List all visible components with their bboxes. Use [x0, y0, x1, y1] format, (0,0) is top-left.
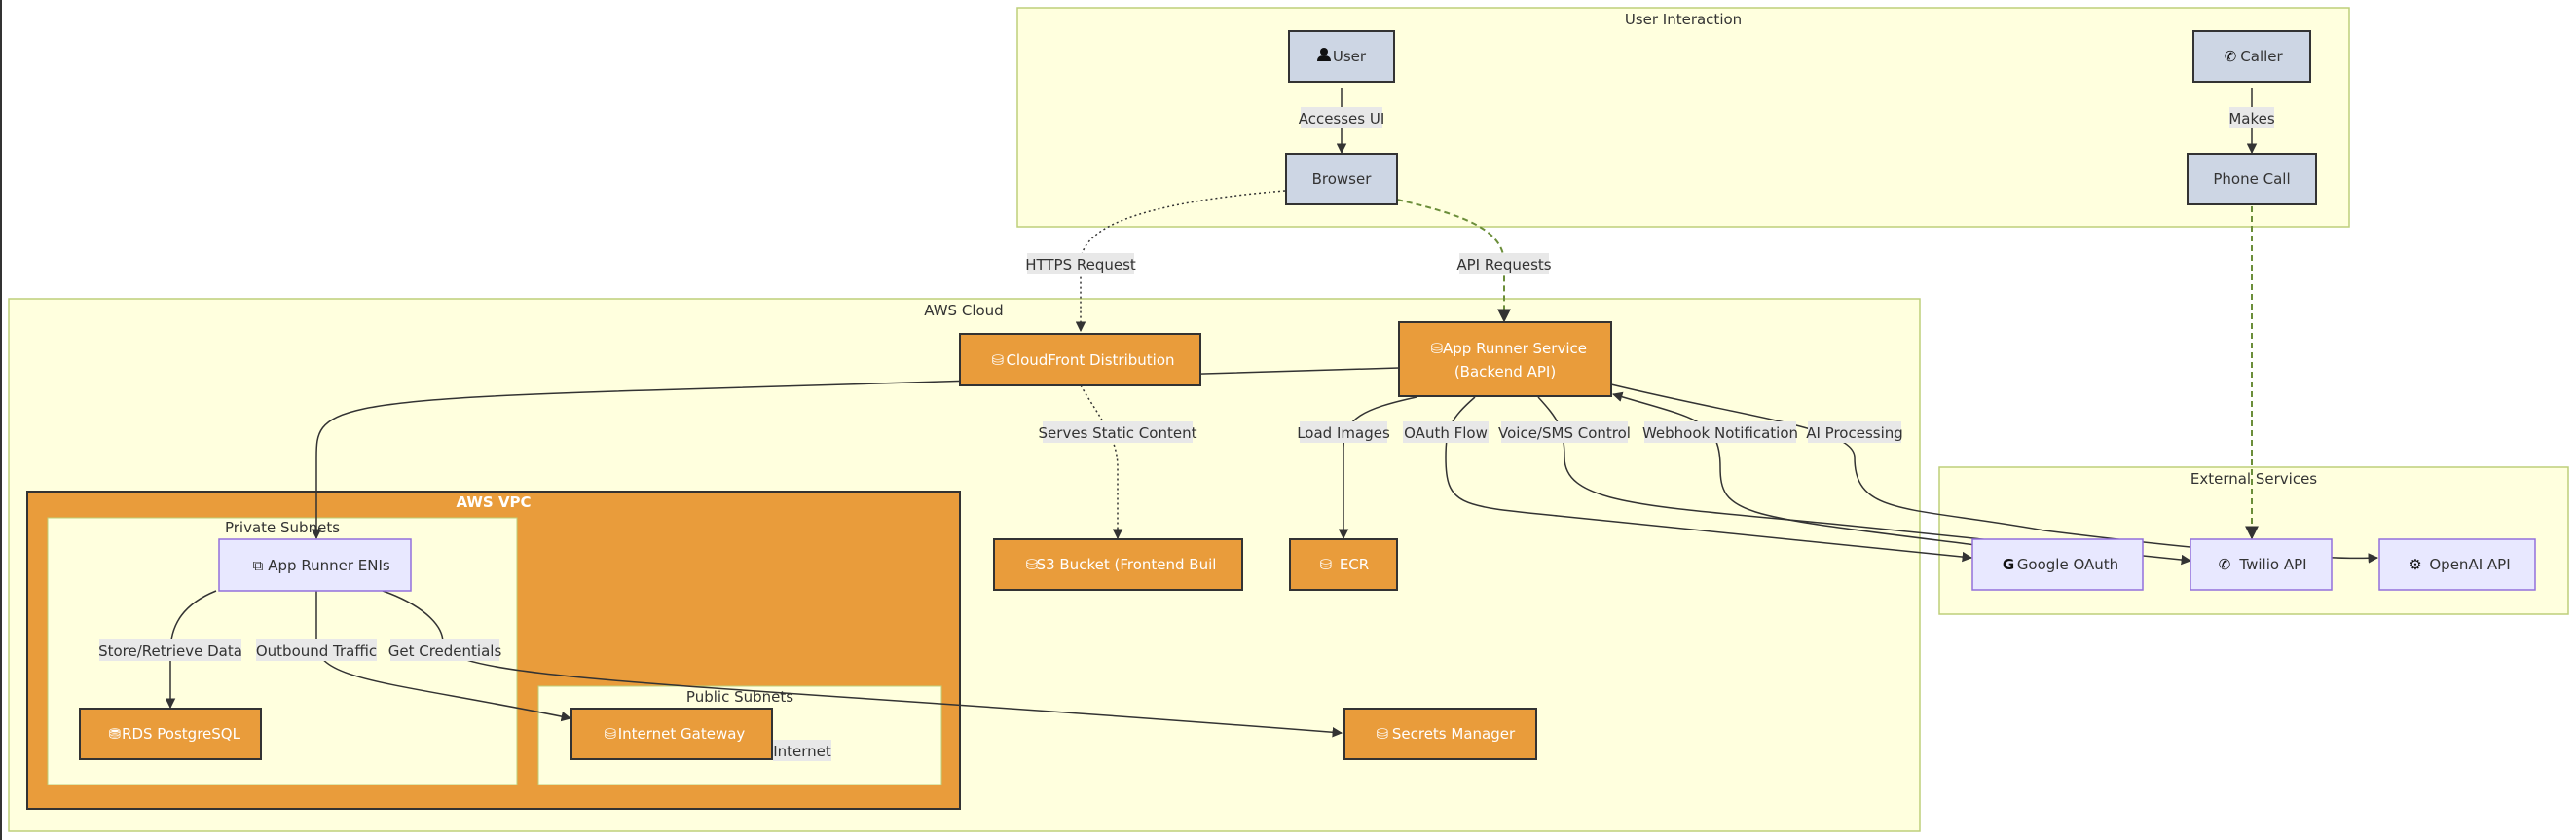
- svg-text:AI Processing: AI Processing: [1806, 424, 1903, 442]
- svg-text:Serves Static Content: Serves Static Content: [1039, 424, 1197, 442]
- svg-text:Makes: Makes: [2228, 110, 2275, 128]
- node-rds-label: RDS PostgreSQL: [122, 725, 241, 743]
- svg-text:Store/Retrieve Data: Store/Retrieve Data: [98, 642, 242, 660]
- node-browser[interactable]: Browser: [1285, 153, 1398, 205]
- cluster-aws-cloud-label: AWS Cloud: [924, 302, 1003, 319]
- edge-label-load-images: Load Images: [1297, 421, 1390, 443]
- edge-load-images: [1338, 396, 1417, 540]
- edge-oauth-flow: [1445, 396, 1973, 563]
- robot-icon: ⚙: [2409, 556, 2421, 573]
- edge-label-outbound: Outbound Traffic: [256, 639, 377, 661]
- google-icon: G: [2003, 556, 2014, 573]
- node-enis[interactable]: ⧉ App Runner ENIs: [218, 538, 412, 592]
- cluster-user-interaction: User Interaction: [1016, 7, 2350, 228]
- node-s3[interactable]: ⛁ S3 Bucket (Frontend Buil: [993, 538, 1243, 591]
- svg-text:Load Images: Load Images: [1297, 424, 1390, 442]
- node-openai-label: OpenAI API: [2429, 556, 2510, 573]
- svg-text:Webhook Notification: Webhook Notification: [1642, 424, 1798, 442]
- node-app-runner-label-line1: App Runner Service: [1443, 340, 1587, 357]
- node-secrets-label: Secrets Manager: [1392, 725, 1516, 743]
- edge-label-store-retrieve: Store/Retrieve Data: [98, 639, 242, 661]
- node-igw[interactable]: ⛁ Internet Gateway: [570, 708, 773, 760]
- phone-icon: ✆: [2225, 48, 2237, 65]
- aws-icon: ⛁: [1377, 725, 1389, 743]
- node-google-label: Google OAuth: [2017, 556, 2118, 573]
- svg-text:OAuth Flow: OAuth Flow: [1404, 424, 1488, 442]
- node-ecr-label: ECR: [1340, 556, 1369, 573]
- node-ecr[interactable]: ⛁ ECR: [1289, 538, 1398, 591]
- svg-text:Get Credentials: Get Credentials: [388, 642, 502, 660]
- edge-get-credentials: [382, 590, 1343, 738]
- node-openai[interactable]: ⚙ OpenAI API: [2378, 538, 2536, 591]
- edge-label-voice-sms: Voice/SMS Control: [1498, 421, 1631, 443]
- edge-label-https-request: HTTPS Request: [1025, 253, 1136, 274]
- node-app-runner-label-line2: (Backend API): [1454, 363, 1556, 381]
- node-igw-label: Internet Gateway: [618, 725, 746, 743]
- edge-label-internet: Internet: [773, 740, 831, 761]
- aws-icon: ⛁: [1026, 556, 1039, 573]
- edge-label-ai-processing: AI Processing: [1806, 421, 1903, 443]
- node-enis-label: App Runner ENIs: [268, 557, 390, 574]
- network-icon: ⧉: [253, 557, 264, 574]
- aws-icon: ⛁: [605, 725, 617, 743]
- node-phone-call[interactable]: Phone Call: [2187, 153, 2317, 205]
- edge-label-oauth-flow: OAuth Flow: [1403, 421, 1489, 443]
- edge-webhook: [1611, 391, 1977, 546]
- node-cloudfront[interactable]: ⛁ CloudFront Distribution: [959, 333, 1201, 386]
- node-twilio-label: Twilio API: [2238, 556, 2306, 573]
- node-google[interactable]: G Google OAuth: [1971, 538, 2144, 591]
- cluster-external-services-label: External Services: [2190, 470, 2317, 488]
- cluster-public-subnets-label: Public Subnets: [686, 688, 793, 706]
- svg-text:HTTPS Request: HTTPS Request: [1025, 256, 1136, 274]
- user-icon: [1317, 48, 1331, 61]
- node-secrets[interactable]: ⛁ Secrets Manager: [1343, 708, 1537, 760]
- svg-text:Internet: Internet: [773, 743, 831, 760]
- node-user[interactable]: User: [1288, 30, 1395, 83]
- edge-label-makes: Makes: [2228, 107, 2275, 128]
- node-caller-label: Caller: [2240, 48, 2283, 65]
- node-caller[interactable]: ✆ Caller: [2192, 30, 2311, 83]
- edge-label-webhook: Webhook Notification: [1642, 421, 1798, 443]
- node-s3-label: S3 Bucket (Frontend Buil: [1037, 556, 1217, 573]
- edge-label-serves-static: Serves Static Content: [1039, 421, 1197, 443]
- cluster-aws-vpc-label: AWS VPC: [456, 493, 531, 511]
- node-phone-call-label: Phone Call: [2213, 170, 2290, 188]
- cluster-user-interaction-label: User Interaction: [1625, 11, 1742, 28]
- edge-label-accesses-ui: Accesses UI: [1299, 107, 1385, 128]
- node-app-runner[interactable]: ⛁ App Runner Service (Backend API): [1398, 321, 1612, 397]
- svg-text:Outbound Traffic: Outbound Traffic: [256, 642, 377, 660]
- phone-icon: ✆: [2219, 556, 2231, 573]
- edge-app-runner-to-enis: [311, 367, 1400, 540]
- edge-label-api-requests: API Requests: [1456, 253, 1552, 274]
- svg-text:API Requests: API Requests: [1456, 256, 1551, 274]
- node-browser-label: Browser: [1312, 170, 1373, 188]
- database-icon: ⛃: [109, 725, 122, 743]
- aws-icon: ⛁: [992, 351, 1005, 369]
- cluster-private-subnets-label: Private Subnets: [225, 519, 340, 536]
- aws-icon: ⛁: [1431, 340, 1444, 357]
- node-twilio[interactable]: ✆ Twilio API: [2190, 538, 2333, 591]
- aws-icon: ⛁: [1320, 556, 1333, 573]
- svg-text:Accesses UI: Accesses UI: [1299, 110, 1385, 128]
- node-rds[interactable]: ⛃ RDS PostgreSQL: [79, 708, 262, 760]
- node-cloudfront-label: CloudFront Distribution: [1006, 351, 1174, 369]
- svg-text:Voice/SMS Control: Voice/SMS Control: [1498, 424, 1631, 442]
- edge-label-get-credentials: Get Credentials: [388, 639, 502, 661]
- node-user-label: User: [1333, 48, 1367, 65]
